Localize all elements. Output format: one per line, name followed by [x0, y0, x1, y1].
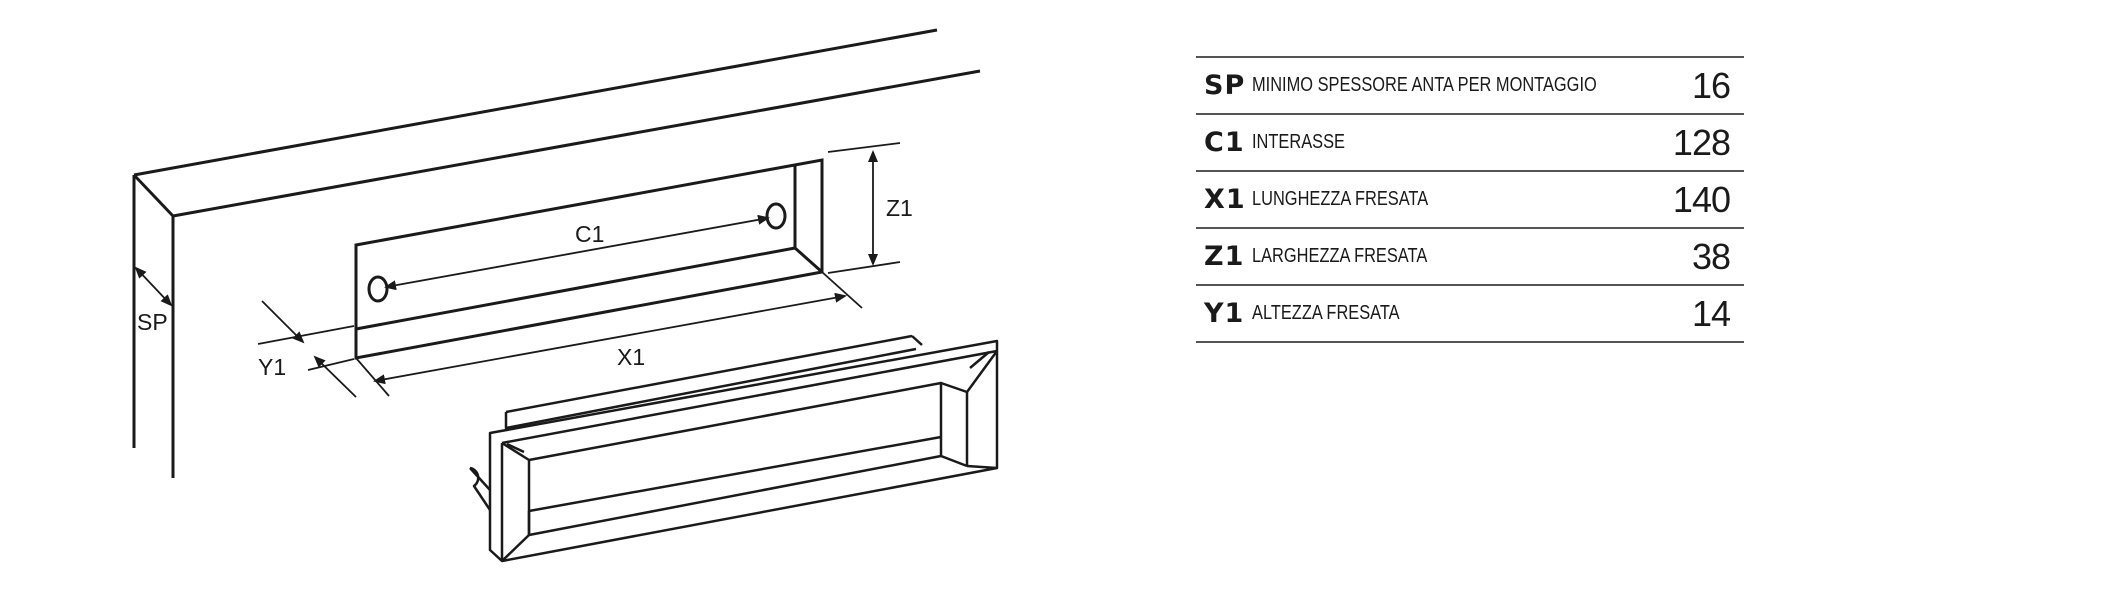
row-value: 14	[1691, 292, 1731, 334]
row-description: LARGHEZZA FRESATA	[1252, 245, 1428, 267]
row-description: MINIMO SPESSORE ANTA PER MONTAGGIO	[1252, 74, 1598, 96]
table-row: Z1 LARGHEZZA FRESATA 38	[1196, 228, 1744, 285]
table-row: Y1 ALTEZZA FRESATA 14	[1196, 285, 1744, 342]
z1-dimension	[827, 142, 901, 274]
z1-label: Z1	[886, 195, 913, 221]
row-code: X1	[1204, 184, 1246, 215]
table-row: SP MINIMO SPESSORE ANTA PER MONTAGGIO 16	[1196, 57, 1744, 114]
row-code: Y1	[1204, 298, 1245, 329]
x1-label: X1	[617, 344, 645, 370]
y1-label: Y1	[258, 354, 286, 380]
recessed-handle	[469, 334, 999, 563]
table-row: X1 LUNGHEZZA FRESATA 140	[1196, 171, 1744, 228]
row-code: SP	[1204, 70, 1246, 101]
row-description: INTERASSE	[1252, 131, 1346, 153]
specification-table: SP MINIMO SPESSORE ANTA PER MONTAGGIO 16…	[1196, 56, 1744, 343]
row-code: C1	[1204, 127, 1245, 158]
row-value: 140	[1672, 178, 1731, 220]
row-code: Z1	[1204, 241, 1245, 272]
row-description: LUNGHEZZA FRESATA	[1252, 188, 1429, 210]
sp-label: SP	[137, 309, 168, 335]
technical-drawing: SP C1 Z1 X1 Y1	[132, 28, 999, 563]
screw-hole-right	[765, 202, 787, 230]
sp-dimension-arrow	[134, 266, 173, 307]
milled-slot	[354, 158, 824, 360]
screw-hole-left	[367, 275, 389, 303]
row-value: 128	[1672, 121, 1731, 163]
x1-dimension	[355, 271, 863, 397]
row-value: 38	[1691, 235, 1731, 277]
c1-dimension-arrow	[384, 214, 770, 291]
row-description: ALTEZZA FRESATA	[1252, 302, 1401, 324]
row-value: 16	[1691, 64, 1731, 106]
y1-dimension	[257, 300, 357, 398]
door-panel	[132, 28, 981, 478]
table-row: C1 INTERASSE 128	[1196, 114, 1744, 171]
c1-label: C1	[575, 221, 604, 247]
